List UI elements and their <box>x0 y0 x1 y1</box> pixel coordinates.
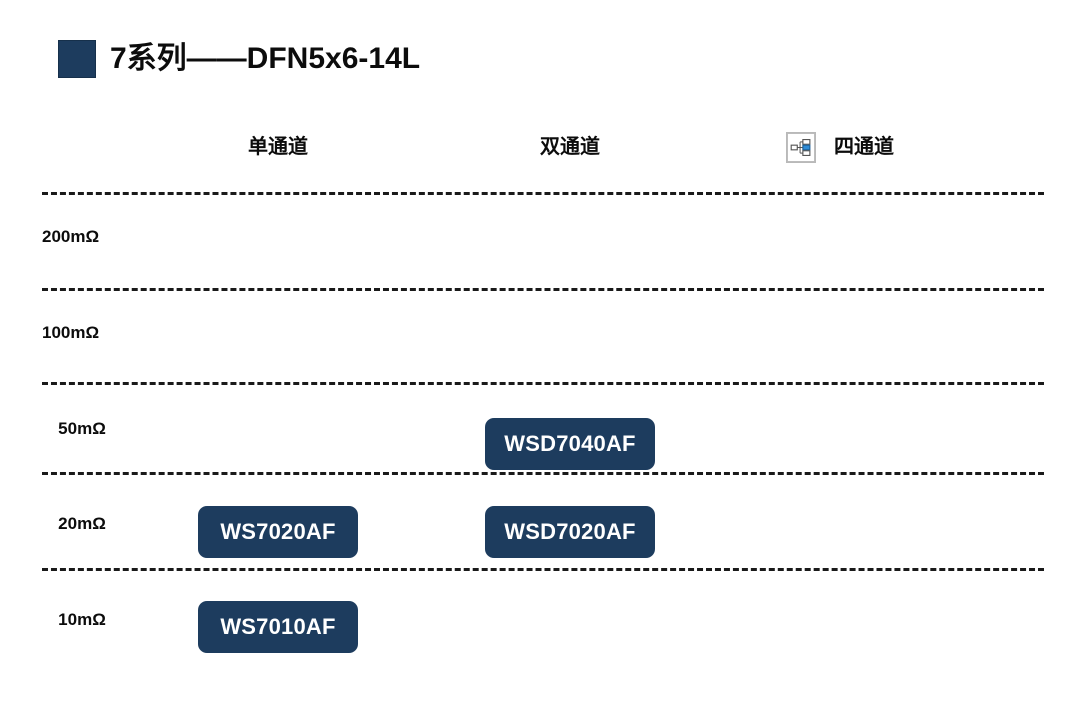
column-header-single-channel: 单通道 <box>198 132 358 162</box>
hierarchy-smartart-icon[interactable] <box>786 131 816 163</box>
column-header-single-channel-label: 单通道 <box>248 136 308 158</box>
part-chip-ws7020af[interactable]: WS7020AF <box>198 506 358 558</box>
grid-divider-200-100 <box>42 288 1044 291</box>
page-title: 7系列——DFN5x6-14L <box>110 42 421 75</box>
row-label-20mohm: 20mΩ <box>58 514 106 533</box>
column-header-quad-channel: 四通道 <box>786 131 958 163</box>
slide-title: 7系列——DFN5x6-14L <box>58 38 420 80</box>
row-label-50mohm: 50mΩ <box>58 419 106 438</box>
row-label-200mohm: 200mΩ <box>42 227 100 246</box>
row-label-10mohm: 10mΩ <box>58 610 106 629</box>
grid-divider-50-20 <box>42 472 1044 475</box>
part-chip-wsd7020af[interactable]: WSD7020AF <box>485 506 655 558</box>
grid-divider-20-10 <box>42 568 1044 571</box>
title-bullet-square <box>58 40 96 78</box>
part-chip-wsd7040af[interactable]: WSD7040AF <box>485 418 655 470</box>
column-header-quad-channel-label: 四通道 <box>834 136 894 158</box>
column-header-dual-channel-label: 双通道 <box>540 136 600 158</box>
column-header-dual-channel: 双通道 <box>485 132 655 162</box>
part-chip-ws7010af[interactable]: WS7010AF <box>198 601 358 653</box>
row-label-100mohm: 100mΩ <box>42 323 100 342</box>
grid-divider-100-50 <box>42 382 1044 385</box>
grid-divider-top <box>42 192 1044 195</box>
